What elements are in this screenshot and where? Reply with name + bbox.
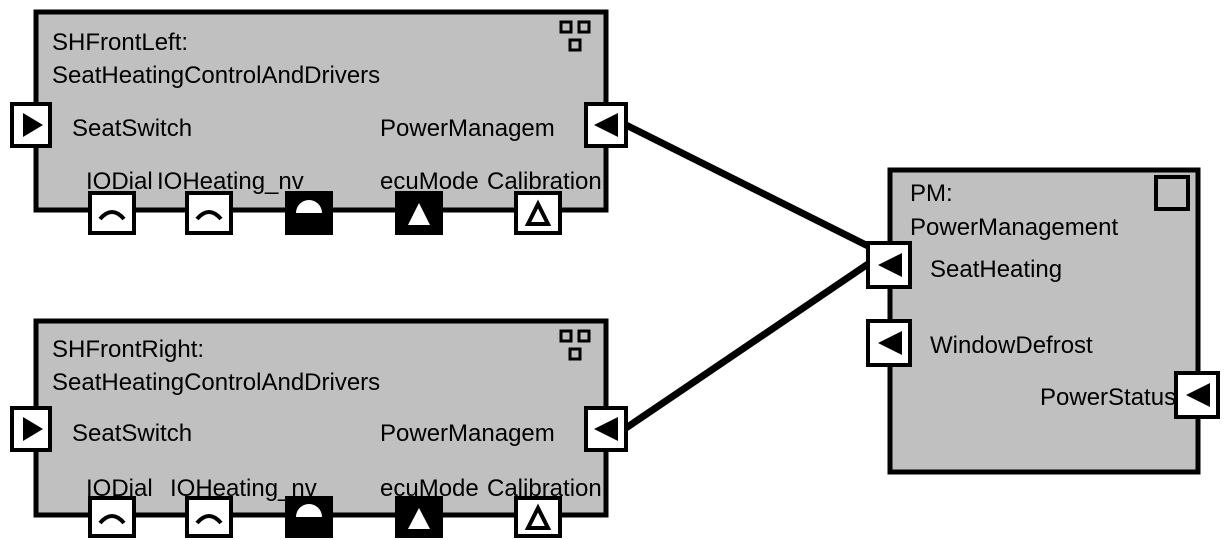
client-server-icon <box>195 210 223 221</box>
port-io-heating-nv[interactable] <box>185 496 233 538</box>
port-seat-switch[interactable] <box>10 406 52 452</box>
port-label-power-management: PowerManagem <box>380 420 555 447</box>
port-seat-heating[interactable] <box>866 241 912 289</box>
connectors <box>624 121 870 431</box>
arrow-left-icon <box>594 113 618 137</box>
port-seat-switch[interactable] <box>10 102 52 148</box>
port-label-window-defrost: WindowDefrost <box>930 332 1093 359</box>
port-ecu-mode[interactable] <box>395 191 443 235</box>
triangle-up-icon <box>408 508 430 529</box>
port-power-status[interactable] <box>1174 371 1220 419</box>
port-power-management[interactable] <box>584 406 628 452</box>
port-label-seat-heating: SeatHeating <box>930 256 1062 283</box>
component-type-name: SeatHeatingControlAndDrivers <box>52 62 380 89</box>
client-server-icon <box>195 514 223 525</box>
component-instance-name: SHFrontLeft: <box>52 29 188 56</box>
port-io-dial[interactable] <box>88 496 136 538</box>
arrow-left-icon <box>878 253 902 277</box>
port-label-power-status: PowerStatus <box>1040 384 1176 411</box>
component-type-name: SeatHeatingControlAndDrivers <box>52 369 380 396</box>
arrow-right-icon <box>23 417 43 441</box>
half-disc-icon <box>296 200 322 213</box>
arrow-left-icon <box>594 417 618 441</box>
port-ecu-mode[interactable] <box>395 496 443 538</box>
component-instance-name: SHFrontRight: <box>52 336 204 363</box>
port-io-heating-nv[interactable] <box>185 191 233 235</box>
port-label-calibration: Calibration <box>487 168 602 195</box>
component-pm[interactable]: PM: PowerManagement SeatHeating WindowDe… <box>866 167 1220 475</box>
port-window-defrost[interactable] <box>866 319 912 367</box>
port-power-management[interactable] <box>584 102 628 148</box>
atomic-component-icon <box>1154 175 1190 211</box>
port-label-seat-switch: SeatSwitch <box>72 420 192 447</box>
port-label-io-dial: IODial <box>86 168 153 195</box>
half-disc-icon <box>296 504 322 517</box>
port-label-seat-switch: SeatSwitch <box>72 115 192 142</box>
port-io-dial[interactable] <box>88 191 136 235</box>
component-body[interactable] <box>887 167 1201 475</box>
port-nv-data[interactable] <box>285 496 333 538</box>
triangle-outline-icon <box>524 503 552 530</box>
triangle-up-icon <box>408 203 430 225</box>
port-calibration[interactable] <box>514 191 562 235</box>
composite-icon <box>559 20 591 52</box>
port-calibration[interactable] <box>514 496 562 538</box>
port-label-power-management: PowerManagem <box>380 115 555 142</box>
connector-right-to-pm[interactable] <box>624 261 870 431</box>
component-body[interactable] <box>33 9 609 213</box>
component-sh-front-left[interactable]: SHFrontLeft: SeatHeatingControlAndDriver… <box>10 9 628 235</box>
composite-icon <box>559 329 591 361</box>
triangle-outline-icon <box>524 199 552 226</box>
port-nv-data[interactable] <box>285 191 333 235</box>
component-sh-front-right[interactable]: SHFrontRight: SeatHeatingControlAndDrive… <box>10 318 628 538</box>
connector-left-to-pm[interactable] <box>624 121 870 250</box>
client-server-icon <box>98 210 126 221</box>
port-label-io-heating: IOHeating_nv <box>157 168 304 195</box>
component-instance-name: PM: <box>910 180 953 207</box>
port-label-ecu-mode: ecuMode <box>380 168 479 195</box>
arrow-left-icon <box>878 331 902 355</box>
component-type-name: PowerManagement <box>910 214 1118 241</box>
arrow-right-icon <box>23 113 43 137</box>
client-server-icon <box>98 514 126 525</box>
arrow-left-icon <box>1186 383 1210 407</box>
